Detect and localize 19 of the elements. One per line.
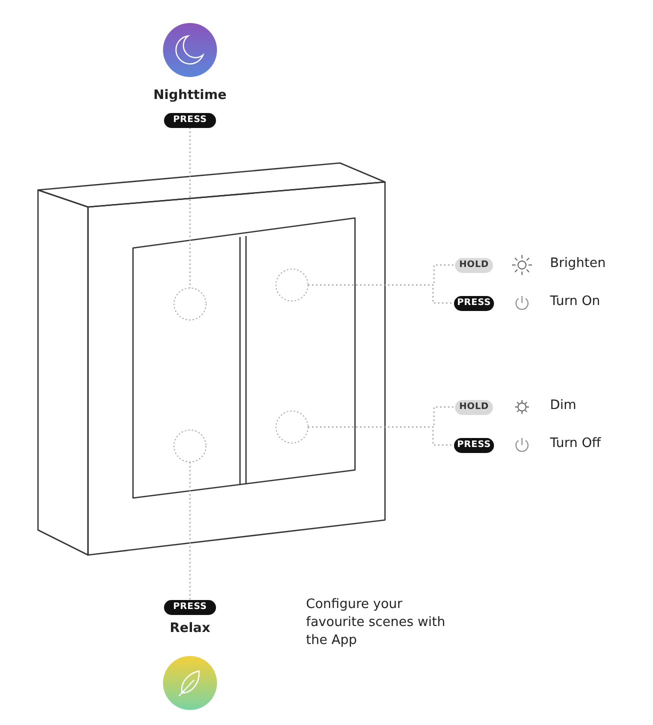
button-target-circle	[174, 430, 206, 462]
press-badge: PRESS	[454, 438, 494, 452]
scene-label: Relax	[168, 621, 212, 636]
button-target-circle	[276, 410, 308, 444]
action-label: Dim	[550, 398, 576, 413]
button-target-circle	[276, 268, 308, 302]
scene-label: Nighttime	[152, 88, 228, 103]
leader-line	[308, 426, 454, 446]
hold-badge: HOLD	[455, 258, 493, 272]
leader-line	[308, 284, 454, 304]
press-badge: PRESS	[164, 112, 216, 128]
hold-badge: HOLD	[455, 400, 493, 414]
note-text: Configure your favourite scenes with the App	[306, 596, 446, 650]
action-label: Turn Off	[550, 436, 601, 451]
action-label: Turn On	[550, 294, 600, 309]
action-label: Brighten	[550, 256, 606, 271]
button-target-circle	[174, 288, 206, 320]
press-badge: PRESS	[454, 296, 494, 310]
press-badge: PRESS	[164, 600, 216, 614]
